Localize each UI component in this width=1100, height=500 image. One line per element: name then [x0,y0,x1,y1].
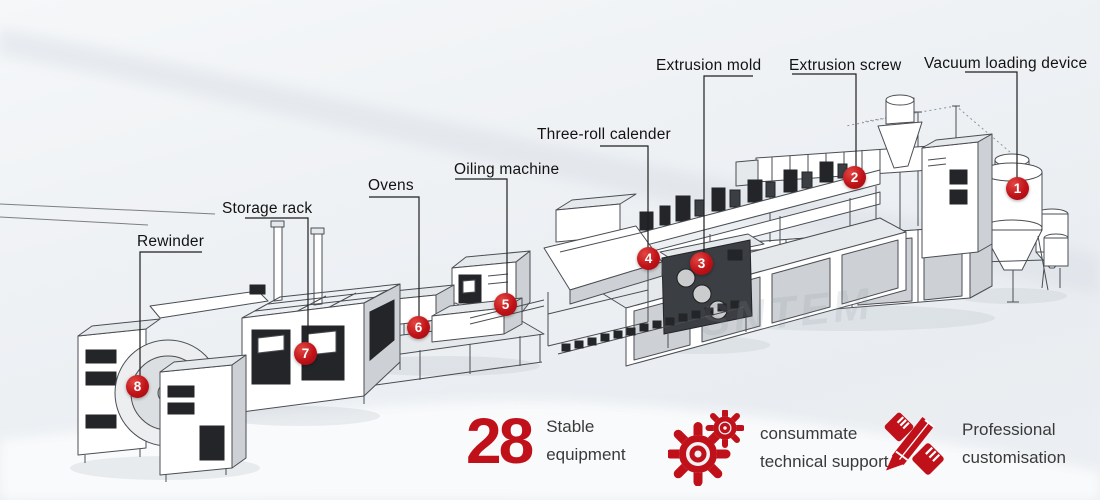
customisation-line1: Professional [962,420,1056,439]
technical-support-line2: technical support [760,452,889,471]
feature-equipment-count: 28 Stable equipment [466,405,626,477]
label-oiling-machine: Oiling machine [454,161,560,178]
haul-off-unit [543,193,663,347]
technical-support-line1: consummate [760,424,858,443]
equipment-count-number: 28 [466,405,534,477]
step-badge-2: 2 [843,166,866,189]
conveyor-rail [557,300,745,355]
step-badge-4: 4 [637,247,660,270]
gears-icon [668,410,744,486]
label-vacuum-loading-device: Vacuum loading device [924,55,1088,72]
customisation-text: Professional customisation [962,416,1066,472]
pencil-ruler-icon [884,412,944,475]
label-storage-rack: Storage rack [222,200,313,217]
rewinder-machine [77,284,269,482]
vacuum-loading-device-machine [950,153,1069,303]
feature-customisation: Professional customisation [884,412,1066,476]
background-sweeps [0,28,1100,500]
customisation-line2: customisation [962,448,1066,467]
label-three-roll-calender: Three-roll calender [537,126,671,143]
step-badge-7: 7 [294,342,317,365]
leader-lines [139,71,1018,377]
label-extrusion-mold: Extrusion mold [656,57,762,74]
step-badge-8: 8 [126,375,149,398]
step-badge-1: 1 [1006,177,1029,200]
equipment-count-text: Stable equipment [546,413,625,469]
step-badge-6: 6 [407,316,430,339]
equipment-count-line1: Stable [546,417,595,436]
label-ovens: Ovens [368,177,414,194]
step-badge-3: 3 [690,252,713,275]
label-rewinder: Rewinder [137,233,205,250]
step-badge-5: 5 [494,293,517,316]
technical-support-text: consummate technical support [760,420,889,476]
label-extrusion-screw: Extrusion screw [789,57,902,74]
feature-technical-support: consummate technical support [668,410,889,486]
equipment-count-line2: equipment [546,445,626,464]
